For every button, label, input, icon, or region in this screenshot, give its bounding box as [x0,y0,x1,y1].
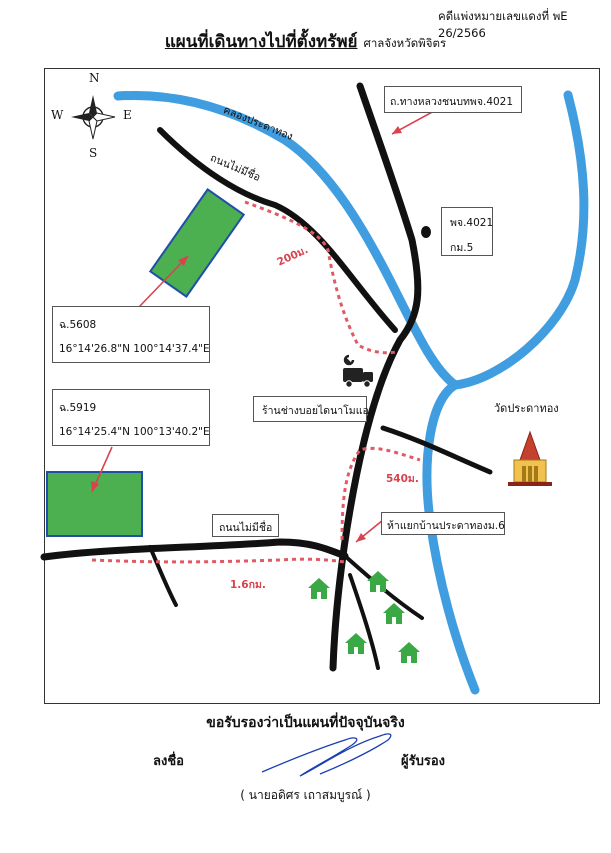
compass-west: W [51,108,64,122]
repair-shop-box: ร้านช่างบอยไดนาโมแอร์ [253,396,375,422]
unnamed-road-bottom [40,538,349,561]
unnamed-road-bottom-label: ถนนไม่มีชื่อ [219,522,273,534]
km-marker-km: กม.5 [450,242,474,254]
signature [261,733,392,777]
case-number: คดีแพ่งหมายเลขแดงที่ พE 26/2566 [438,9,568,40]
km-marker-route: พจ.4021 [450,217,494,229]
parcel-5919-plot [46,471,143,537]
parcel-5608-coords: 16°14'26.8"N 100°14'37.4"E [59,343,210,355]
distance-540m: 540ม. [386,473,419,485]
mechanic-truck-icon [343,354,373,388]
compass-north: N [89,71,100,85]
house-icon [398,642,420,663]
location-dot-icon [421,226,431,238]
map-title: แผนที่เดินทางไปที่ตั้งทรัพย์ [164,32,358,52]
side-road-south-1 [148,545,178,607]
certification-text: ขอรับรองว่าเป็นแผนที่ปัจจุบันจริง [206,715,405,731]
highway-label-box: ถ.ทางหลวงชนบทพจ.4021 [384,86,522,113]
intersection-box: ห้าแยกบ้านประดาทองม.6 [381,512,505,535]
unnamed-road-top [157,127,398,333]
arrowhead-parcel-5608 [178,256,188,266]
unnamed-road-bottom-box: ถนนไม่มีชื่อ [212,514,279,537]
route-to-intersection [340,446,421,541]
route-to-parcel-5919 [91,557,346,564]
parcel-5919-box: ฉ.5919 16°14'25.4"N 100°13'40.2"E [52,389,210,446]
parcel-5919-coords: 16°14'25.4"N 100°13'40.2"E [59,426,210,438]
arrowhead-intersection [356,533,366,542]
highway-label: ถ.ทางหลวงชนบทพจ.4021 [390,96,514,108]
intersection-label: ห้าแยกบ้านประดาทองม.6 [387,520,505,532]
sign-label: ลงชื่อ [153,754,184,769]
house-icon [383,603,405,624]
distance-1-6km: 1.6กม. [230,579,266,591]
canal-river [113,90,589,390]
compass-east: E [123,108,132,122]
map-frame [44,68,600,704]
side-road-south-2 [348,573,380,670]
parcel-5919-deed: ฉ.5919 [59,402,97,414]
compass-south: S [89,146,98,160]
river-south-branch [422,380,480,695]
temple-icon [508,430,552,486]
page-title: แผนที่เดินทางไปที่ตั้งทรัพย์ ศาลจังหวัดพิ… [0,28,611,55]
temple-label: วัดประดาทอง [494,402,559,415]
temple-road [380,425,493,475]
arrowhead-parcel-5919 [91,481,99,492]
parcel-5608-deed: ฉ.5608 [59,319,97,331]
court-name: ศาลจังหวัดพิจิตร [363,36,447,50]
house-icon [367,571,389,592]
km-marker-box: พจ.4021 กม.5 [441,207,493,256]
repair-shop-label: ร้านช่างบอยไดนาโมแอร์ [262,405,375,417]
house-icon [308,578,330,599]
arrowhead-highway [392,126,402,134]
certifier-label: ผู้รับรอง [401,754,445,769]
house-icon [345,633,367,654]
parcel-5608-box: ฉ.5608 16°14'26.8"N 100°14'37.4"E [52,306,210,363]
signer-name: ( นายอดิศร เถาสมบูรณ์ ) [240,788,371,802]
compass-rose-icon [71,95,116,140]
route-to-parcel-5608 [244,200,397,355]
arrow-parcel-5608 [138,255,189,308]
